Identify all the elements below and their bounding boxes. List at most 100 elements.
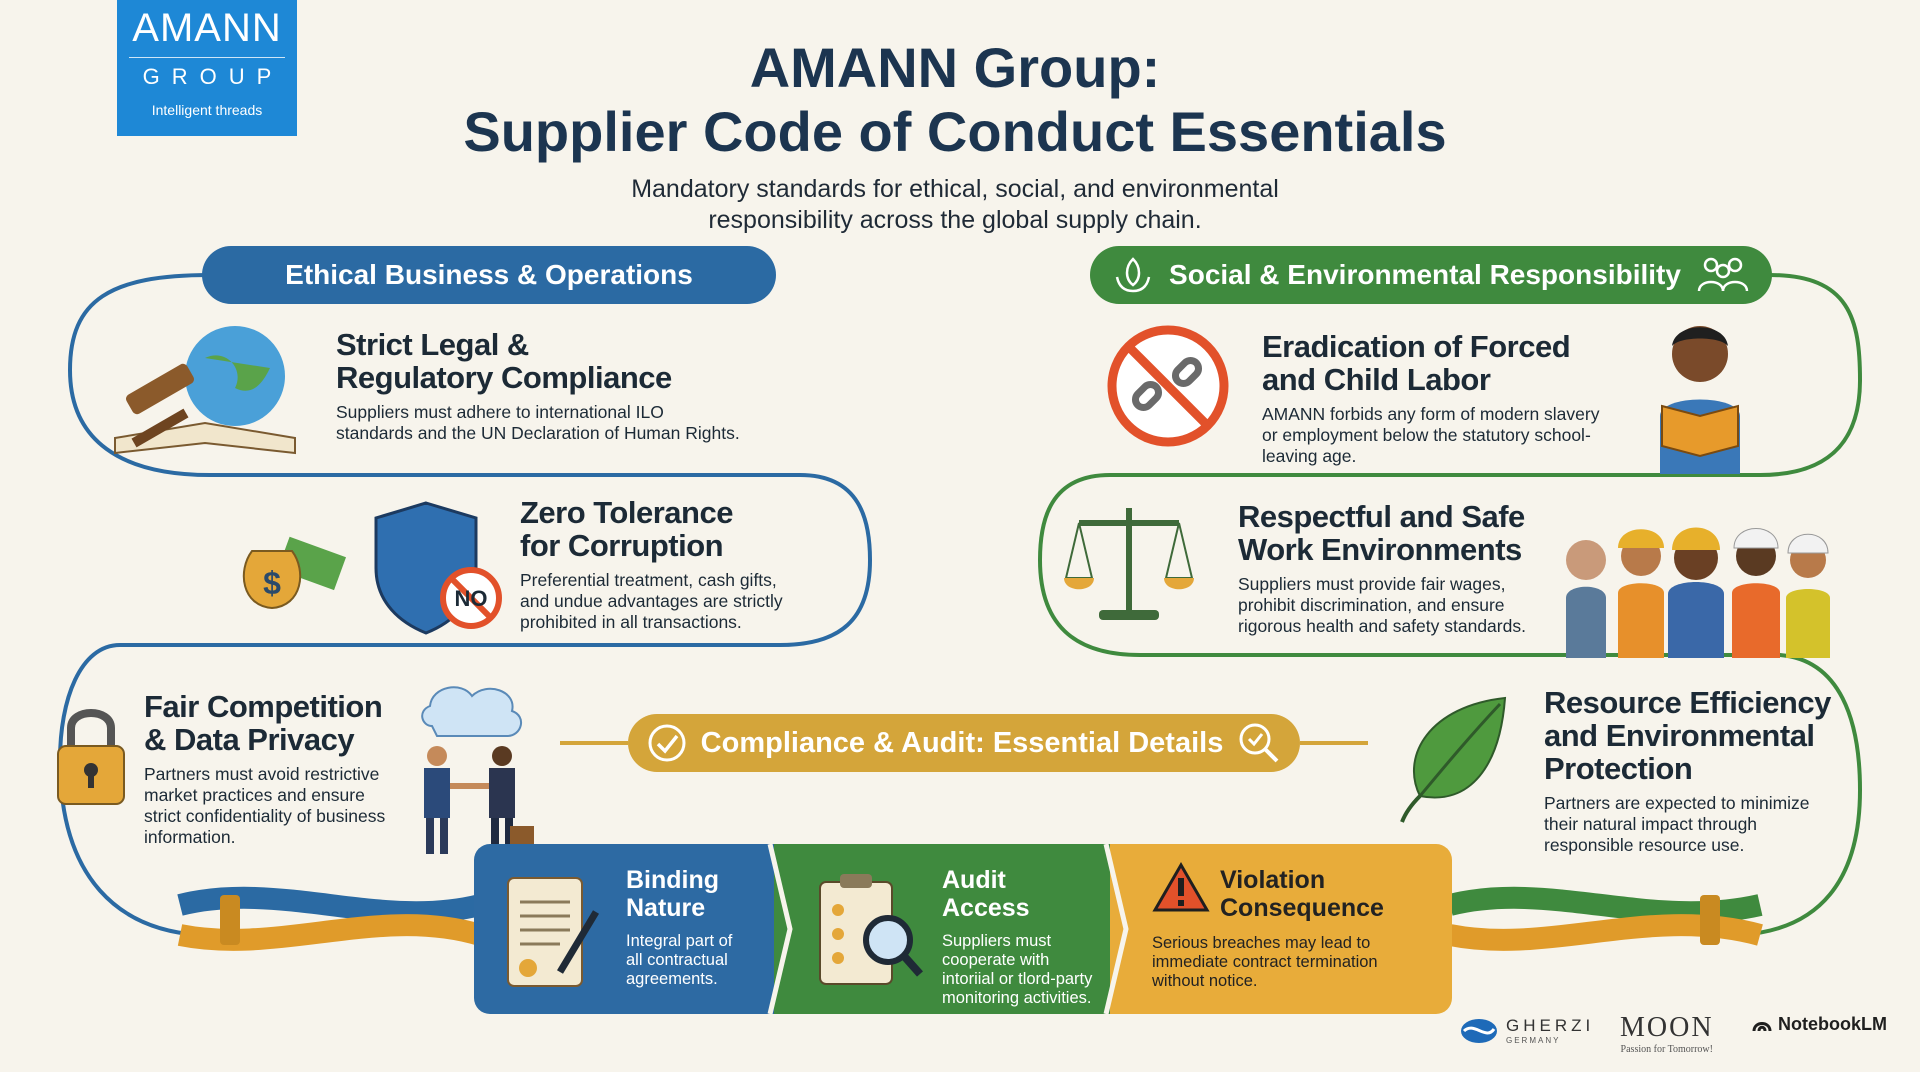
card-competition-title1: Fair Competition bbox=[144, 689, 383, 724]
shield-no-icon bbox=[374, 501, 502, 635]
card-competition-text1: Partners must avoid restrictive bbox=[144, 764, 380, 784]
gherzi-logo: GHERZI GERMANY bbox=[1460, 1016, 1594, 1045]
card-resource-text3: responsible resource use. bbox=[1544, 835, 1745, 855]
card-competition-text3: strict confidentiality of business bbox=[144, 806, 386, 826]
magnifier-check-icon bbox=[1239, 723, 1279, 763]
page-subtitle: Mandatory standards for ethical, social,… bbox=[560, 174, 1350, 236]
card-corruption-text2: and undue advantages are strictly bbox=[520, 591, 783, 611]
panel-audit-title1: Audit bbox=[942, 866, 1006, 894]
money-bag-icon: $ bbox=[242, 536, 347, 610]
card-labor-title2: and Child Labor bbox=[1262, 362, 1491, 397]
card-work-text1: Suppliers must provide fair wages, bbox=[1238, 574, 1506, 594]
panel-audit-text3: intoriial or tlord-party bbox=[942, 970, 1093, 988]
card-work-text2: prohibit discrimination, and ensure bbox=[1238, 595, 1505, 615]
panel-audit-text1: Suppliers must bbox=[942, 932, 1052, 950]
notebooklm-icon bbox=[1752, 1021, 1772, 1031]
broken-chain-icon bbox=[1107, 325, 1229, 447]
padlock-icon bbox=[57, 709, 125, 805]
card-corruption-text1: Preferential treatment, cash gifts, bbox=[520, 570, 777, 590]
logo-line1: AMANN bbox=[132, 6, 282, 50]
card-legal-text1: Suppliers must adhere to international I… bbox=[336, 402, 664, 422]
card-labor-title1: Eradication of Forced bbox=[1262, 329, 1571, 364]
card-labor-text1: AMANN forbids any form of modern slavery bbox=[1262, 404, 1600, 424]
card-legal-title2: Regulatory Compliance bbox=[336, 360, 672, 395]
notebooklm-logo: NotebookLM bbox=[1752, 1014, 1887, 1035]
card-work-title2: Work Environments bbox=[1238, 532, 1522, 567]
card-legal: Strict Legal &Regulatory Compliance Supp… bbox=[336, 328, 776, 444]
page-title: AMANN Group: Supplier Code of Conduct Es… bbox=[330, 36, 1580, 164]
panel-violation-text1: Serious breaches may lead to bbox=[1152, 934, 1371, 952]
card-corruption-title1: Zero Tolerance bbox=[520, 495, 733, 530]
section-social: Social & Environmental Responsibility bbox=[1090, 246, 1772, 304]
clipboard-magnifier-icon bbox=[819, 874, 923, 985]
panel-audit-text4: monitoring activities. bbox=[942, 989, 1092, 1007]
card-resource-text2: their natural impact through bbox=[1544, 814, 1758, 834]
workers-group-icon bbox=[1566, 527, 1830, 658]
leaf-icon bbox=[1400, 696, 1507, 823]
child-reading-icon bbox=[1660, 326, 1740, 474]
panel-violation-title2: Consequence bbox=[1220, 894, 1384, 922]
card-competition: Fair Competition& Data Privacy Partners … bbox=[144, 690, 424, 848]
card-resource-title2: and Environmental bbox=[1544, 718, 1815, 753]
card-legal-text2: standards and the UN Declaration of Huma… bbox=[336, 423, 740, 443]
title-line2: Supplier Code of Conduct Essentials bbox=[463, 100, 1447, 163]
section-compliance: Compliance & Audit: Essential Details bbox=[628, 714, 1300, 772]
subtitle-line1: Mandatory standards for ethical, social,… bbox=[631, 175, 1279, 203]
section-ethical: Ethical Business & Operations bbox=[202, 246, 776, 304]
card-corruption-title2: for Corruption bbox=[520, 528, 724, 563]
panel-binding-text2: all contractual bbox=[626, 951, 728, 969]
logo-tagline: Intelligent threads bbox=[151, 102, 263, 118]
panel-audit-title2: Access bbox=[942, 894, 1030, 922]
section-compliance-label: Compliance & Audit: Essential Details bbox=[700, 726, 1224, 759]
rope-left bbox=[177, 886, 484, 951]
no-badge-text: NO bbox=[454, 586, 488, 611]
svg-text:$: $ bbox=[263, 565, 281, 601]
contract-scroll-icon bbox=[507, 877, 600, 987]
moon-sub: Passion for Tomorrow! bbox=[1620, 1044, 1713, 1055]
card-competition-text4: information. bbox=[144, 827, 236, 847]
panel-binding-title2: Nature bbox=[626, 894, 706, 922]
section-social-label: Social & Environmental Responsibility bbox=[1169, 259, 1681, 290]
gavel-globe-book-icon bbox=[114, 326, 296, 455]
card-labor-text3: leaving age. bbox=[1262, 446, 1357, 466]
panel-audit-text2: cooperate with bbox=[942, 951, 1050, 969]
check-circle-icon bbox=[648, 724, 686, 762]
scales-icon bbox=[1064, 508, 1194, 620]
subtitle-line2: responsibility across the global supply … bbox=[708, 206, 1202, 234]
moon-logo: MOON Passion for Tomorrow! bbox=[1620, 1012, 1714, 1055]
card-competition-text2: market practices and ensure bbox=[144, 785, 365, 805]
people-icon bbox=[1697, 257, 1749, 292]
panel-binding-text3: agreements. bbox=[626, 970, 718, 988]
card-work-text3: rigorous health and safety standards. bbox=[1238, 616, 1526, 636]
panel-violation-text2: immediate contract termination bbox=[1152, 953, 1378, 971]
gherzi-name: GHERZI bbox=[1506, 1016, 1595, 1035]
card-resource-text1: Partners are expected to minimize bbox=[1544, 793, 1810, 813]
panel-violation-text3: without notice. bbox=[1152, 972, 1258, 990]
logo-rule bbox=[129, 57, 285, 58]
gherzi-swirl-icon bbox=[1461, 1018, 1497, 1043]
card-work-title1: Respectful and Safe bbox=[1238, 499, 1525, 534]
section-ethical-label: Ethical Business & Operations bbox=[285, 259, 693, 290]
gherzi-sub: GERMANY bbox=[1506, 1036, 1561, 1045]
amann-logo: AMANN GROUP Intelligent threads bbox=[117, 0, 297, 136]
card-competition-title2: & Data Privacy bbox=[144, 722, 355, 757]
notebooklm-name: NotebookLM bbox=[1778, 1014, 1887, 1034]
moon-name: MOON bbox=[1620, 1012, 1714, 1043]
leaf-hand-icon bbox=[1115, 257, 1151, 293]
rope-right bbox=[1447, 886, 1763, 951]
card-resource-title1: Resource Efficiency bbox=[1544, 685, 1831, 720]
logo-line2: GROUP bbox=[142, 64, 284, 89]
title-line1: AMANN Group: bbox=[749, 36, 1161, 99]
panel-binding-text1: Integral part of bbox=[626, 932, 733, 950]
card-legal-title1: Strict Legal & bbox=[336, 327, 529, 362]
handshake-cloud-icon bbox=[421, 686, 534, 854]
card-resource-title3: Protection bbox=[1544, 751, 1693, 786]
